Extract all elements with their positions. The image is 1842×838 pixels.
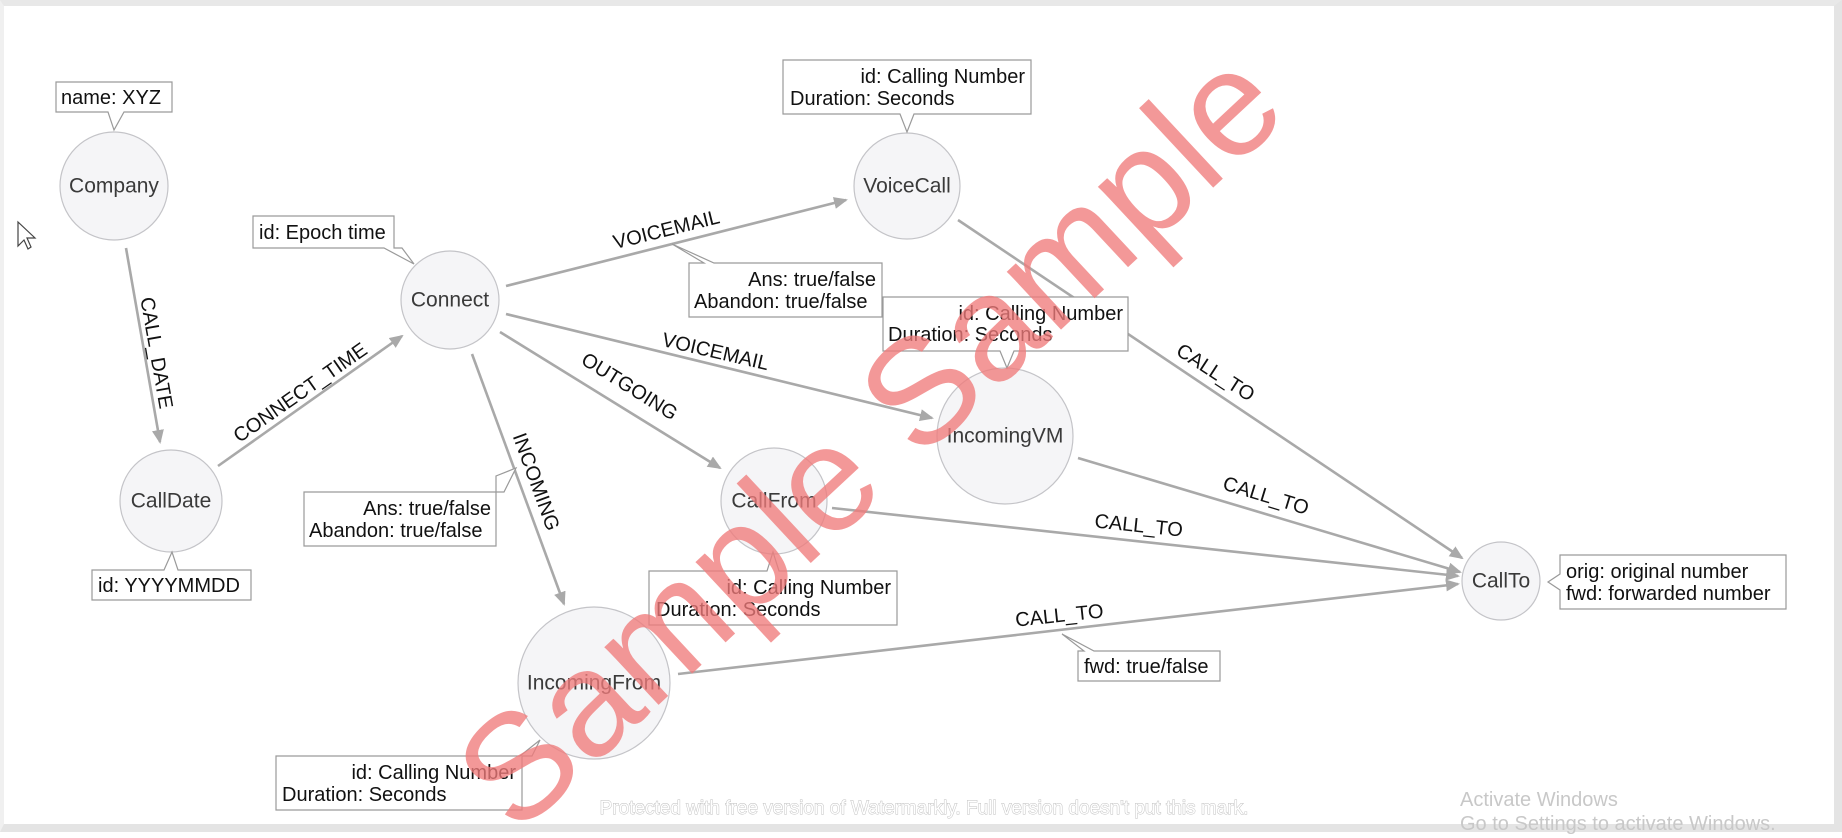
edge-outgoing[interactable] <box>499 330 722 470</box>
node-calldate[interactable]: CallDate <box>119 449 223 553</box>
callout-text: Duration: Seconds <box>282 784 447 806</box>
node-incomingfrom[interactable]: IncomingFrom <box>517 606 671 760</box>
nodes: Company CallDate Connect VoiceCall Incom… <box>59 131 1541 760</box>
callout-text: Abandon: true/false <box>694 291 867 313</box>
callout-text: Ans: true/false <box>748 269 876 291</box>
node-label-connect: Connect <box>411 289 489 312</box>
callout-text: id: Epoch time <box>259 222 386 244</box>
callout-callfrom: id: Calling Number Duration: Seconds <box>648 550 898 626</box>
node-label-incomingvm: IncomingVM <box>947 425 1064 448</box>
callout-text: id: YYYYMMDD <box>98 575 240 597</box>
node-connect[interactable]: Connect <box>400 250 500 350</box>
node-company[interactable]: Company <box>59 131 169 241</box>
property-callouts: name: XYZ id: YYYYMMDD id: Epoch time id… <box>55 59 1787 811</box>
callout-text: Ans: true/false <box>363 498 491 520</box>
edge-call-date[interactable] <box>124 247 164 444</box>
callout-text: Duration: Seconds <box>888 324 1053 346</box>
node-label-voicecall: VoiceCall <box>863 175 951 198</box>
callout-connect: id: Epoch time <box>252 215 415 265</box>
edge-call-to-callfrom[interactable] <box>831 506 1460 581</box>
edge-call-to-voicecall[interactable] <box>957 218 1464 560</box>
edge-label-call-date: CALL_DATE <box>135 295 176 410</box>
callout-incomingvm: id: Calling Number Duration: Seconds <box>882 296 1129 370</box>
edge-connect-time[interactable] <box>217 334 404 468</box>
node-label-callto: CallTo <box>1472 570 1530 593</box>
edge-voicemail-top[interactable] <box>505 197 848 288</box>
node-voicecall[interactable]: VoiceCall <box>853 132 961 240</box>
callout-text: Duration: Seconds <box>790 88 955 110</box>
callout-text: id: Calling Number <box>860 66 1025 88</box>
edge-incoming[interactable] <box>470 353 566 606</box>
callout-text: orig: original number <box>1566 561 1749 583</box>
edge-call-to-incomingfrom[interactable] <box>677 579 1460 676</box>
callout-text: name: XYZ <box>61 87 161 109</box>
node-label-incomingfrom: IncomingFrom <box>527 672 661 695</box>
callout-text: id: Calling Number <box>958 303 1123 325</box>
node-label-company: Company <box>69 175 159 198</box>
node-label-callfrom: CallFrom <box>731 490 816 513</box>
node-callto[interactable]: CallTo <box>1461 541 1541 621</box>
callout-voicemail-edge: Ans: true/false Abandon: true/false <box>671 243 883 318</box>
mouse-cursor-icon <box>17 220 37 250</box>
callout-callto: orig: original number fwd: forwarded num… <box>1546 554 1787 610</box>
watermark-text: Sample Sample <box>424 15 1313 838</box>
edge-label-outgoing: OUTGOING <box>577 349 681 425</box>
callout-calldate: id: YYYYMMDD <box>91 550 252 601</box>
watermark-footer: Protected with free version of Watermark… <box>600 798 1249 819</box>
windows-activation-subtitle: Go to Settings to activate Windows. <box>1460 813 1776 835</box>
callout-text: fwd: true/false <box>1084 656 1209 678</box>
edge-label-connect-time: CONNECT_TIME <box>230 339 372 448</box>
callout-text: Abandon: true/false <box>309 520 482 542</box>
node-label-calldate: CallDate <box>131 490 212 513</box>
callout-company: name: XYZ <box>55 81 173 132</box>
edge-label-voicemail-mid: VOICEMAIL <box>660 329 771 375</box>
callout-callto-edge: fwd: true/false <box>1061 633 1221 682</box>
edge-voicemail-mid[interactable] <box>505 312 934 421</box>
callout-text: fwd: forwarded number <box>1566 583 1771 605</box>
edge-call-to-incomingvm[interactable] <box>1077 456 1462 575</box>
callout-incoming-edge: Ans: true/false Abandon: true/false <box>303 466 518 547</box>
callout-text: id: Calling Number <box>726 577 891 599</box>
edge-label-incoming: INCOMING <box>508 430 564 534</box>
edge-label-voicemail-top: VOICEMAIL <box>611 206 722 254</box>
node-callfrom[interactable]: CallFrom <box>720 447 828 555</box>
callout-incomingfrom: id: Calling Number Duration: Seconds <box>275 739 541 811</box>
callout-voicecall: id: Calling Number Duration: Seconds <box>782 59 1032 134</box>
edges <box>124 197 1464 676</box>
callout-text: id: Calling Number <box>351 762 516 784</box>
graph-diagram: CALL_DATE CONNECT_TIME VOICEMAIL VOICEMA… <box>17 15 1787 838</box>
callout-text: Duration: Seconds <box>656 599 821 621</box>
node-incomingvm[interactable]: IncomingVM <box>936 367 1074 505</box>
windows-activation-title: Activate Windows <box>1460 789 1618 811</box>
